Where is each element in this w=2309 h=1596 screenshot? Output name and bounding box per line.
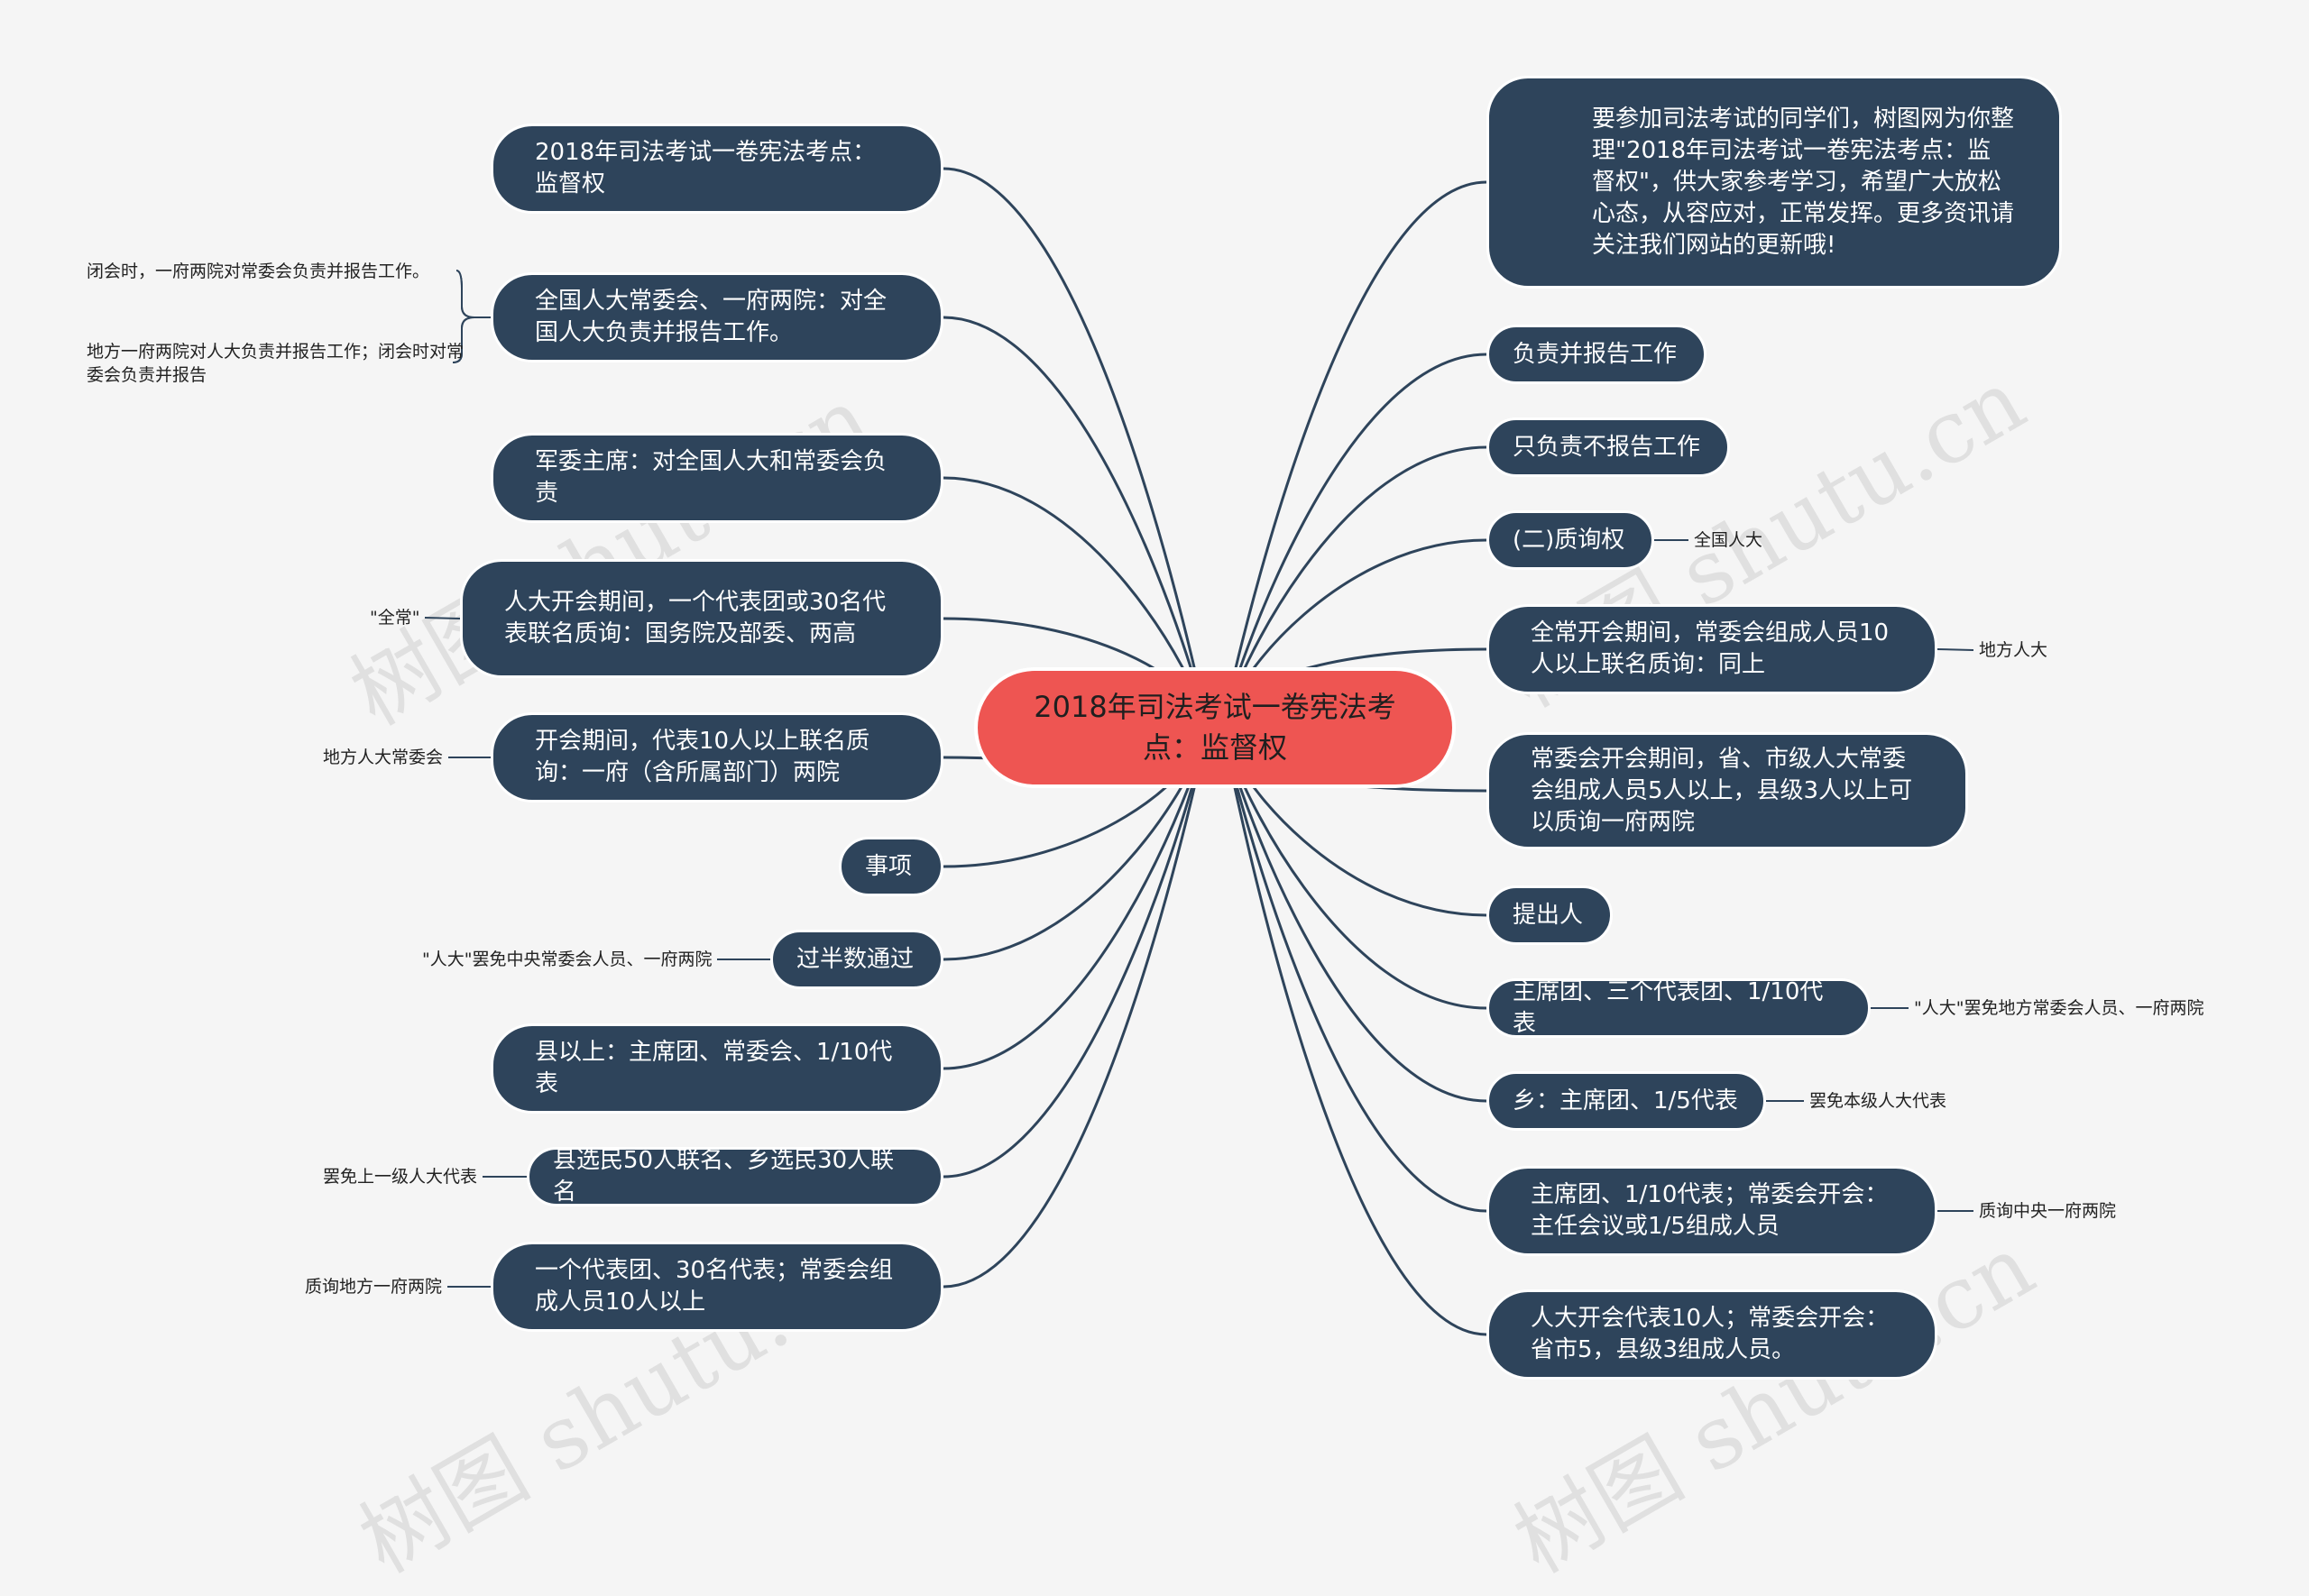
branch-node-exam-title[interactable]: 2018年司法考试一卷宪法考点：监督权: [491, 124, 943, 214]
branch-node-label: 县以上：主席团、常委会、1/10代表: [535, 1039, 893, 1097]
branch-node-inquiry-power[interactable]: (二)质询权: [1486, 510, 1654, 570]
branch-node-label: 开会期间，代表10人以上联名质询：一府（含所属部门）两院: [535, 728, 870, 786]
connector-line: [943, 316, 1210, 729]
branch-node-label: 负责并报告工作: [1513, 340, 1678, 368]
leaf-label: 全国人大: [1694, 530, 1763, 550]
branch-node-label: 常委会开会期间，省、市级人大常委会组成人员5人以上，县级3人以上可以质询一府两院: [1531, 745, 1913, 836]
connector-line: [1220, 180, 1487, 729]
branch-node-label: 2018年司法考试一卷宪法考点：监督权: [535, 139, 877, 197]
branch-node-label: 事项: [865, 852, 913, 880]
branch-node-county-above[interactable]: 县以上：主席团、常委会、1/10代表: [491, 1023, 943, 1114]
branch-node-delegation-30[interactable]: 一个代表团、30名代表；常委会组成人员10人以上: [491, 1242, 943, 1332]
branch-node-standing-session[interactable]: 全常开会期间，常委会组成人员10人以上联名质询：同上: [1486, 604, 1937, 694]
leaf-label: 罢免本级人大代表: [1809, 1091, 1947, 1111]
branch-node-provincial-committee[interactable]: 常委会开会期间，省、市级人大常委会组成人员5人以上，县级3人以上可以质询一府两院: [1486, 732, 1968, 849]
branch-node-presidium[interactable]: 主席团、三个代表团、1/10代表: [1486, 978, 1871, 1038]
leaf-label: 地方人大: [1979, 640, 2048, 660]
branch-node-majority[interactable]: 过半数通过: [770, 930, 943, 989]
branch-node-label: 乡：主席团、1/5代表: [1513, 1087, 1738, 1114]
branch-node-military-chair[interactable]: 军委主席：对全国人大和常委会负责: [491, 433, 943, 523]
branch-node-label: 要参加司法考试的同学们，树图网为你整理"2018年司法考试一卷宪法考点：监督权"…: [1592, 105, 2015, 259]
leaf-label: "人大"罢免中央常委会人员、一府两院: [422, 949, 713, 969]
branch-node-label: 只负责不报告工作: [1513, 433, 1701, 461]
central-topic[interactable]: 2018年司法考试一卷宪法考点：监督权: [974, 667, 1456, 788]
branch-node-label: 主席团、三个代表团、1/10代表: [1513, 978, 1824, 1037]
branch-node-label: 县选民50人联名、乡选民30人联名: [553, 1147, 895, 1206]
branch-node-npc-standing[interactable]: 全国人大常委会、一府两院：对全国人大负责并报告工作。: [491, 272, 943, 362]
connector-line: [452, 270, 475, 363]
branch-node-npc-session-inquiry[interactable]: 人大开会期间，一个代表团或30名代表联名质询：国务院及部委、两高: [460, 559, 943, 678]
leaf-label: 质询中央一府两院: [1979, 1201, 2117, 1221]
branch-node-label: (二)质询权: [1513, 526, 1625, 554]
branch-node-label: 提出人: [1513, 901, 1584, 929]
leaf-label: 罢免上一级人大代表: [323, 1167, 478, 1187]
branch-node-matters[interactable]: 事项: [839, 837, 943, 896]
central-topic-label: 2018年司法考试一卷宪法考点：监督权: [1034, 690, 1396, 765]
branch-node-label: 过半数通过: [796, 945, 915, 973]
branch-node-label: 主席团、1/10代表；常委会开会：主任会议或1/5组成人员: [1531, 1181, 1889, 1240]
branch-node-label: 一个代表团、30名代表；常委会组成人员10人以上: [535, 1257, 894, 1316]
leaf-label: 地方一府两院对人大负责并报告工作；闭会时对常委会负责并报告: [87, 342, 465, 385]
branch-node-intro[interactable]: 要参加司法考试的同学们，树图网为你整理"2018年司法考试一卷宪法考点：监督权"…: [1486, 76, 2062, 289]
leaf-label: 质询地方一府两院: [305, 1277, 443, 1297]
branch-node-label: 全常开会期间，常委会组成人员10人以上联名质询：同上: [1531, 619, 1890, 678]
leaf-label: 闭会时，一府两院对常委会负责并报告工作。: [87, 261, 430, 281]
branch-node-director-meeting[interactable]: 主席团、1/10代表；常委会开会：主任会议或1/5组成人员: [1486, 1166, 1937, 1256]
leaf-label: "人大"罢免地方常委会人员、一府两院: [1914, 998, 2204, 1018]
connector-line: [1220, 727, 1487, 1213]
branch-node-voter-petition[interactable]: 县选民50人联名、乡选民30人联名: [527, 1147, 943, 1206]
branch-node-responsible-only[interactable]: 只负责不报告工作: [1486, 417, 1730, 477]
branch-node-label: 人大开会期间，一个代表团或30名代表联名质询：国务院及部委、两高: [504, 589, 887, 647]
branch-node-label: 全国人大常委会、一府两院：对全国人大负责并报告工作。: [535, 288, 888, 346]
branch-node-responsible-report[interactable]: 负责并报告工作: [1486, 325, 1706, 384]
connector-line: [424, 617, 461, 619]
branch-node-session-inquiry-10[interactable]: 开会期间，代表10人以上联名质询：一府（含所属部门）两院: [491, 712, 943, 803]
branch-node-label: 军委主席：对全国人大和常委会负责: [535, 448, 888, 507]
connector-line: [1936, 648, 1974, 651]
branch-node-label: 人大开会代表10人；常委会开会：省市5，县级3组成人员。: [1531, 1305, 1890, 1363]
branch-node-township[interactable]: 乡：主席团、1/5代表: [1486, 1071, 1766, 1131]
leaf-label: "全常": [370, 608, 420, 628]
connector-line: [943, 727, 1210, 1179]
branch-node-proposer[interactable]: 提出人: [1486, 885, 1613, 945]
leaf-label: 地方人大常委会: [323, 748, 444, 767]
branch-node-deputies-10[interactable]: 人大开会代表10人；常委会开会：省市5，县级3组成人员。: [1486, 1289, 1937, 1380]
connector-line: [943, 727, 1210, 1289]
